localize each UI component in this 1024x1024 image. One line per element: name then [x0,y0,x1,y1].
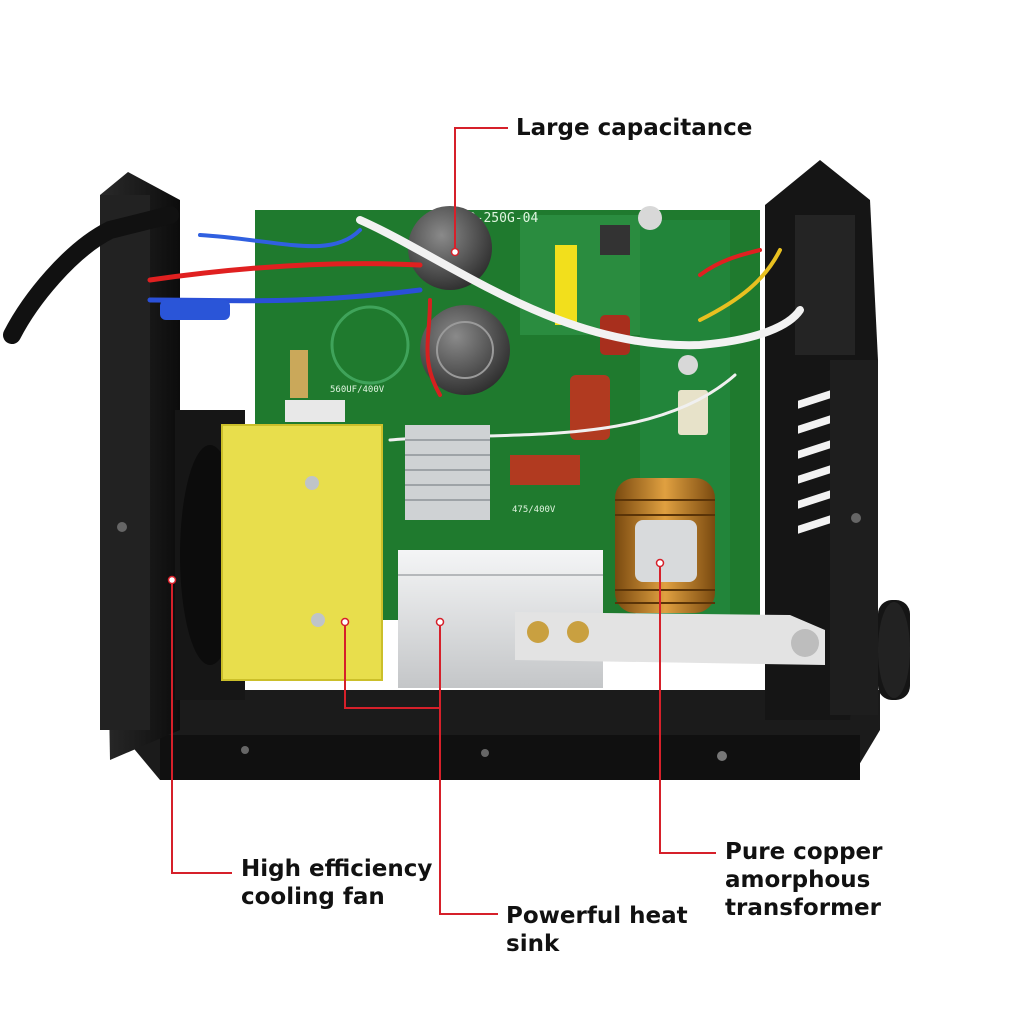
callout-line-capacitance [454,127,508,252]
pcb-cap-rating: 560UF/400V [330,385,385,395]
vent-slots [798,390,830,534]
callout-heat-sink: Powerful heat sink [506,902,688,958]
callout-line-sink-yellow [344,622,440,709]
callout-cooling-fan: High efficiency cooling fan [241,855,432,911]
callout-text-line-1: Pure copper [725,839,883,865]
callout-text-line-3: transformer [725,895,881,921]
callout-text: Large capacitance [516,115,753,141]
insulator-board [221,424,383,681]
large-capacitors [408,206,698,395]
power-cord [3,206,179,344]
callout-lines [171,127,716,915]
callout-text-line-1: High efficiency [241,856,433,882]
pcb-cap-rating-2: 475/400V [512,505,556,515]
transformer [615,478,715,613]
output-terminal [878,600,910,700]
callout-dots [167,247,665,627]
wiring [147,216,804,442]
callout-line-transformer [659,563,716,854]
callout-transformer: Pure copper amorphous transformer [725,838,883,922]
callout-text-line-2: amorphous [725,867,871,893]
callout-text-line-2: cooling fan [241,884,385,910]
enclosure [100,160,880,780]
callout-large-capacitance: Large capacitance [516,114,752,142]
callout-text-line-1: Powerful heat [506,903,688,929]
callout-line-heatsink [439,622,498,915]
heat-sink [398,425,603,688]
callout-line-fan [171,580,232,874]
bus-bar [515,612,825,665]
callout-text-line-2: sink [506,931,560,957]
